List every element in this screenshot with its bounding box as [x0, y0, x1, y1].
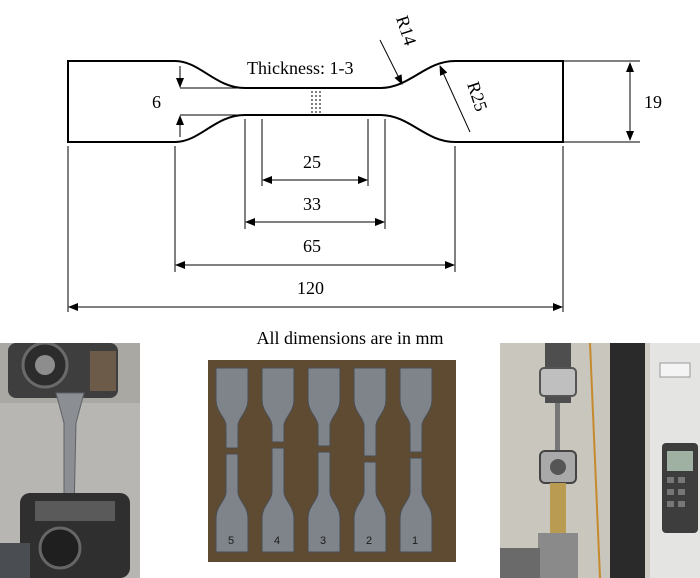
- photo-testing-machine: [500, 343, 700, 578]
- specimen-4-top: [261, 367, 295, 443]
- specimen-4-bottom: [261, 447, 295, 553]
- leader-r25: [439, 65, 471, 133]
- leader-r14: [379, 39, 403, 85]
- specimen-2-bottom: [353, 461, 387, 553]
- label-gauge-width: 6: [152, 92, 161, 112]
- specimen-1-bottom: [399, 457, 433, 553]
- units-caption: All dimensions are in mm: [256, 328, 444, 348]
- label-radius-large: R25: [463, 79, 491, 114]
- specimen-drawing: Thickness: 1-3 6 19 25 33 65 120 R14 R25: [67, 13, 662, 312]
- specimen-mark-1: 1: [412, 535, 418, 547]
- specimen-3-bottom: [307, 451, 341, 553]
- photo-grips-closeup: [0, 343, 140, 578]
- specimen-mark-4: 4: [274, 535, 280, 547]
- label-radius-small: R14: [392, 13, 420, 48]
- specimen-2-top: [353, 367, 387, 457]
- label-overall-length: 120: [297, 278, 324, 298]
- specimen-1-top: [399, 367, 433, 453]
- thickness-label: Thickness: 1-3: [247, 58, 353, 78]
- extension-lines: [67, 119, 564, 312]
- specimen-5-top: [215, 367, 249, 449]
- gauge-mark: [311, 91, 321, 113]
- label-gauge-length: 25: [303, 152, 321, 172]
- specimen-5-bottom: [215, 453, 249, 553]
- label-parallel-length: 33: [303, 194, 321, 214]
- specimen-mark-2: 2: [366, 535, 372, 547]
- specimen-mark-5: 5: [228, 535, 234, 547]
- dim-overall-width: [563, 60, 640, 143]
- specimen-mark-3: 3: [320, 535, 326, 547]
- label-grip-distance: 65: [303, 236, 321, 256]
- label-overall-width: 19: [644, 92, 662, 112]
- dim-gauge-width: [176, 66, 245, 137]
- photo-broken-specimens: 5 4 3 2 1: [208, 360, 456, 562]
- specimen-3-top: [307, 367, 341, 447]
